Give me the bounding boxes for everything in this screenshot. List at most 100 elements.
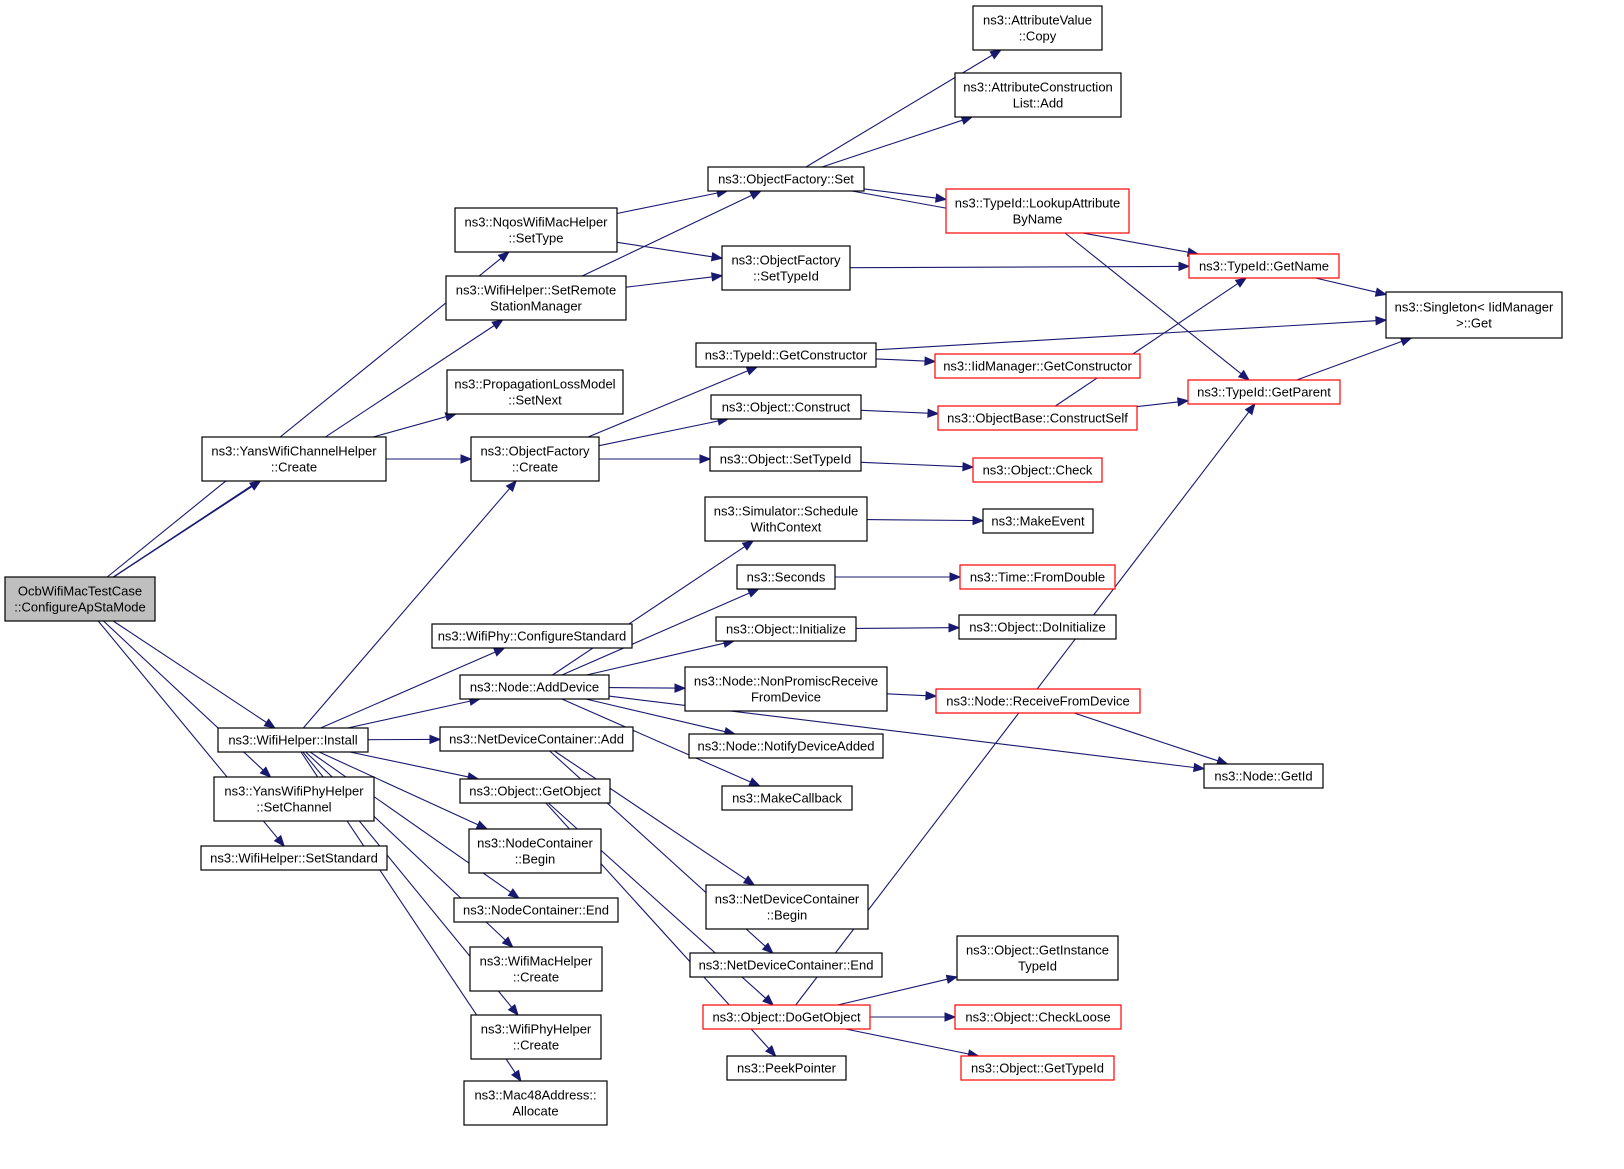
node-label: ns3::ObjectFactory <box>731 253 841 268</box>
node-box <box>695 342 877 368</box>
node-proploss_setnext[interactable]: ns3::PropagationLossModel::SetNext <box>446 369 624 415</box>
node-objfactory_settypeid[interactable]: ns3::ObjectFactory::SetTypeId <box>721 245 851 291</box>
node-objfactory_set[interactable]: ns3::ObjectFactory::Set <box>707 166 865 192</box>
edge-root-to-nqos_settype <box>106 251 510 578</box>
node-makeevent[interactable]: ns3::MakeEvent <box>982 508 1094 534</box>
node-label: ns3::AttributeConstruction <box>963 80 1113 95</box>
node-box <box>468 828 602 874</box>
node-label: ns3::Singleton< IidManager <box>1395 300 1554 315</box>
node-box <box>446 369 624 415</box>
node-root[interactable]: OcbWifiMacTestCase::ConfigureApStaMode <box>4 576 156 622</box>
edge-sim_schedule-to-makeevent <box>866 515 985 526</box>
node-node_getid[interactable]: ns3::Node::GetId <box>1203 763 1324 789</box>
node-box <box>710 394 862 420</box>
edge-typeid_getconstructor-to-singleton_get <box>875 315 1388 351</box>
edge-node_adddevice-to-node_nonpromisc <box>608 683 687 693</box>
node-label: ns3::Node::AddDevice <box>470 680 599 695</box>
node-label: ::SetType <box>509 231 564 246</box>
edge-wifihelper_install-to-node_adddevice <box>347 696 482 729</box>
node-object_settypeid[interactable]: ns3::Object::SetTypeId <box>709 446 862 472</box>
node-seconds[interactable]: ns3::Seconds <box>736 564 836 590</box>
node-mac48_allocate[interactable]: ns3::Mac48Address::Allocate <box>463 1080 608 1126</box>
node-object_checkloose[interactable]: ns3::Object::CheckLoose <box>954 1004 1122 1030</box>
node-objectbase_constructself[interactable]: ns3::ObjectBase::ConstructSelf <box>937 405 1138 431</box>
node-label: ns3::WifiPhy::ConfigureStandard <box>438 629 627 644</box>
node-label: ns3::Mac48Address:: <box>474 1088 596 1103</box>
node-peekpointer[interactable]: ns3::PeekPointer <box>726 1055 847 1081</box>
edge-objfactory_create-to-object_construct <box>598 416 730 447</box>
node-box <box>469 946 603 992</box>
node-ndc_add[interactable]: ns3::NetDeviceContainer::Add <box>439 726 634 752</box>
node-label: ns3::Simulator::Schedule <box>714 504 859 519</box>
node-label: ns3::ObjectFactory::Set <box>718 172 854 187</box>
node-box <box>960 1055 1115 1081</box>
node-label: ns3::MakeEvent <box>991 514 1085 529</box>
node-node_receivefromdevice[interactable]: ns3::Node::ReceiveFromDevice <box>935 688 1141 714</box>
node-box <box>439 726 634 752</box>
node-wifihelper_install[interactable]: ns3::WifiHelper::Install <box>217 727 369 753</box>
node-singleton_get[interactable]: ns3::Singleton< IidManager>::Get <box>1385 291 1563 339</box>
node-object_doinitialize[interactable]: ns3::Object::DoInitialize <box>958 614 1117 640</box>
node-wifiphy_configstd[interactable]: ns3::WifiPhy::ConfigureStandard <box>431 623 633 649</box>
node-object_check[interactable]: ns3::Object::Check <box>972 457 1103 483</box>
node-typeid_getname[interactable]: ns3::TypeId::GetName <box>1188 253 1340 279</box>
edge-objfactory_set-to-typeid_lookup <box>863 188 948 203</box>
node-typeid_getconstructor[interactable]: ns3::TypeId::GetConstructor <box>695 342 877 368</box>
node-ndc_begin[interactable]: ns3::NetDeviceContainer::Begin <box>705 884 869 930</box>
edge-object_initialize-to-object_doinitialize <box>855 622 961 633</box>
node-object_getobject[interactable]: ns3::Object::GetObject <box>459 778 611 804</box>
node-label: ns3::WifiPhyHelper <box>481 1022 592 1037</box>
node-box <box>4 576 156 622</box>
node-label: ::SetChannel <box>256 800 331 815</box>
node-nodecontainer_end[interactable]: ns3::NodeContainer::End <box>453 897 619 923</box>
node-wifiphyhelper_create[interactable]: ns3::WifiPhyHelper::Create <box>470 1014 602 1060</box>
node-box <box>453 897 619 923</box>
node-yanschannel_create[interactable]: ns3::YansWifiChannelHelper::Create <box>201 436 387 482</box>
node-nodecontainer_begin[interactable]: ns3::NodeContainer::Begin <box>468 828 602 874</box>
node-iidmanager_getconstructor[interactable]: ns3::IidManager::GetConstructor <box>934 353 1141 379</box>
node-label: StationManager <box>490 299 582 314</box>
node-object_gettypeid[interactable]: ns3::Object::GetTypeId <box>960 1055 1115 1081</box>
node-object_construct[interactable]: ns3::Object::Construct <box>710 394 862 420</box>
edge-typeid_getconstructor-to-iidmanager_getconstructor <box>875 356 937 366</box>
node-object_initialize[interactable]: ns3::Object::Initialize <box>715 616 857 642</box>
node-typeid_getparent[interactable]: ns3::TypeId::GetParent <box>1187 379 1341 405</box>
node-nqos_settype[interactable]: ns3::NqosWifiMacHelper::SetType <box>454 207 618 253</box>
node-label: ns3::Object::Construct <box>722 400 851 415</box>
node-node_adddevice[interactable]: ns3::Node::AddDevice <box>459 674 610 700</box>
edge-object_construct-to-objectbase_constructself <box>860 408 940 418</box>
node-label: ns3::WifiHelper::SetStandard <box>210 851 378 866</box>
edge-typeid_getname-to-singleton_get <box>1315 277 1388 297</box>
node-wifihelper_setstandard[interactable]: ns3::WifiHelper::SetStandard <box>200 845 388 871</box>
node-makecallback[interactable]: ns3::MakeCallback <box>721 785 853 811</box>
node-label: ns3::MakeCallback <box>732 791 842 806</box>
node-box <box>721 245 851 291</box>
node-attrvalue_copy[interactable]: ns3::AttributeValue::Copy <box>972 5 1103 51</box>
node-wifimachelper_create[interactable]: ns3::WifiMacHelper::Create <box>469 946 603 992</box>
edge-objfactory_set-to-attrconstr_add <box>821 115 974 168</box>
node-object_dogetobject[interactable]: ns3::Object::DoGetObject <box>702 1004 871 1030</box>
node-box <box>954 1004 1122 1030</box>
node-label: ::Create <box>271 460 317 475</box>
node-ndc_end[interactable]: ns3::NetDeviceContainer::End <box>689 952 883 978</box>
node-label: ns3::PropagationLossModel <box>454 377 615 392</box>
node-time_fromdouble[interactable]: ns3::Time::FromDouble <box>959 564 1116 590</box>
node-objfactory_create[interactable]: ns3::ObjectFactory::Create <box>470 436 600 482</box>
node-box <box>1187 379 1341 405</box>
node-label: ns3::IidManager::GetConstructor <box>943 359 1132 374</box>
node-node_notify[interactable]: ns3::Node::NotifyDeviceAdded <box>688 733 884 759</box>
node-label: ns3::Node::GetId <box>1214 769 1312 784</box>
node-label: ns3::TypeId::GetConstructor <box>705 348 868 363</box>
node-label: ns3::WifiMacHelper <box>480 954 593 969</box>
node-box <box>958 614 1117 640</box>
node-yansphy_setchannel[interactable]: ns3::YansWifiPhyHelper::SetChannel <box>213 776 375 822</box>
node-label: ns3::TypeId::LookupAttribute <box>955 196 1121 211</box>
node-label: Allocate <box>512 1104 558 1119</box>
node-label: ::Create <box>512 460 558 475</box>
